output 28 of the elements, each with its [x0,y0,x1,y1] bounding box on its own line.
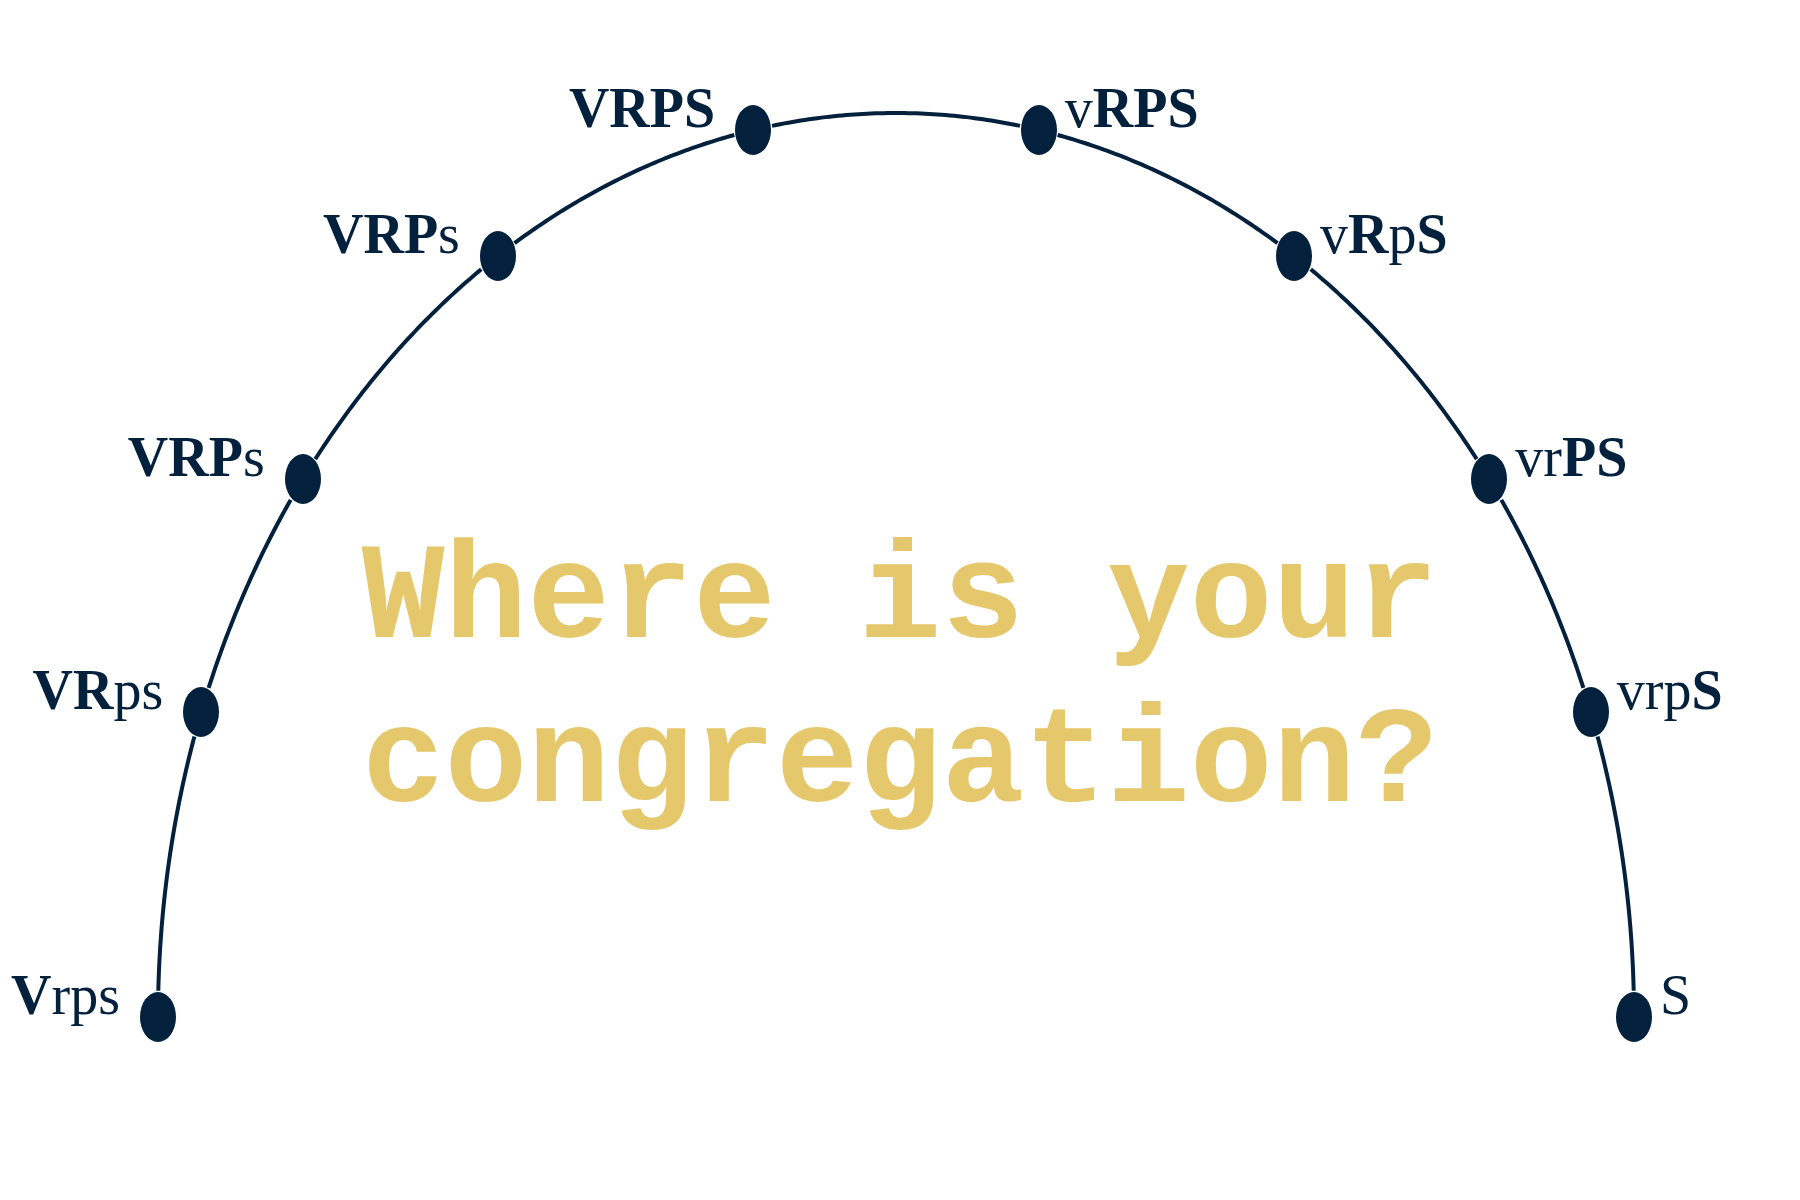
scale-dot [183,687,220,738]
scale-dot [735,105,772,156]
arc-line [206,498,293,689]
arc-line [1309,267,1479,461]
arc-line [1057,133,1279,245]
scale-label: VRPS [568,80,716,137]
scale-label: S [1660,967,1692,1023]
scale-label: vrpS [1616,662,1723,719]
arc-line [1595,736,1636,991]
arc-line [313,267,483,461]
scale-dot [1616,992,1652,1042]
scale-dot [1572,687,1609,738]
arc-line [513,133,735,245]
scale-dot [1471,454,1508,505]
scale-label: vrPS [1515,429,1628,486]
title-heading: Where is your congregation? [360,521,1440,844]
scale-dot [479,230,516,281]
arc-line [771,111,1021,128]
arc-line [156,736,197,991]
scale-dot [284,454,321,505]
scale-label: VRPs [323,205,460,262]
scale-dot [140,992,176,1042]
scale-label: VRPs [127,429,265,486]
arc-line [1499,498,1586,689]
scale-label: VRps [32,662,164,719]
scale-dot [1020,105,1057,156]
scale-dot [1276,230,1313,281]
scale-label: vRPS [1064,80,1199,137]
